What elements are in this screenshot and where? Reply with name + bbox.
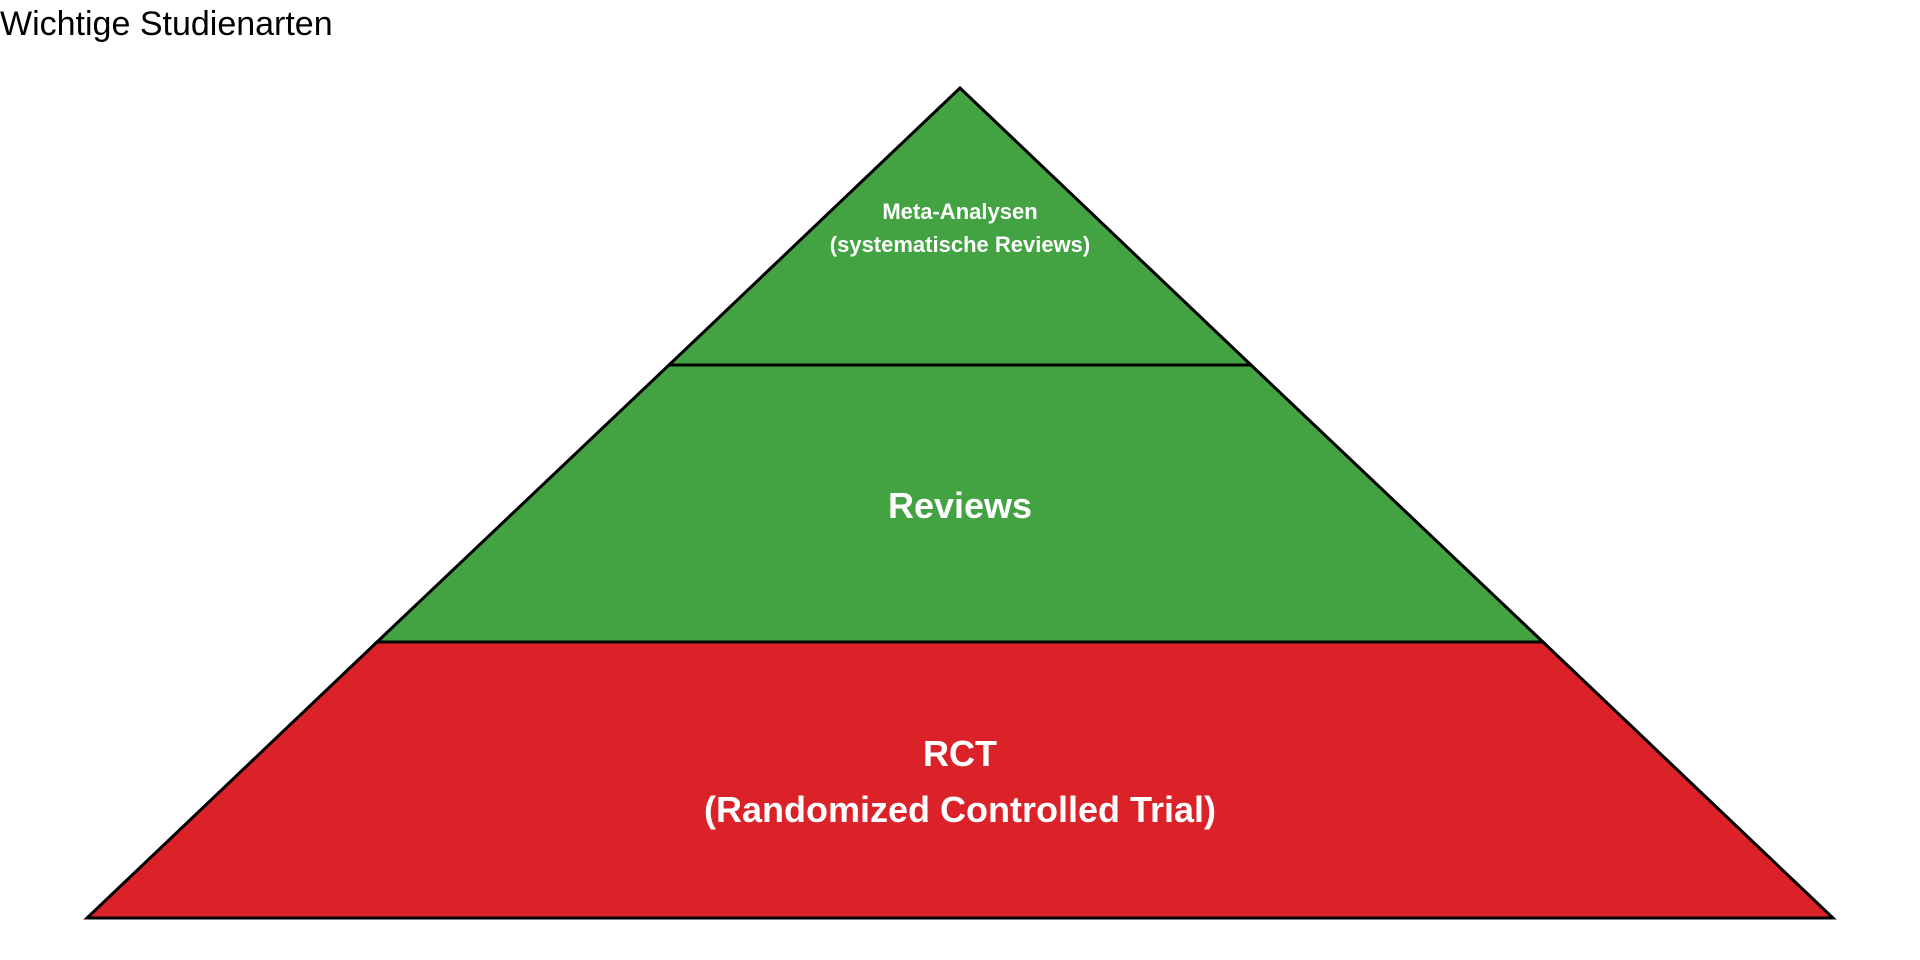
pyramid-tier-meta-analysen [665, 85, 1255, 367]
label-meta-analysen: Meta-Analysen [882, 199, 1037, 224]
pyramid-tier-rct [83, 640, 1837, 920]
label-randomized-controlled-trial: (Randomized Controlled Trial) [704, 789, 1216, 830]
page-title: Wichtige Studienarten [0, 5, 333, 43]
label-systematische-reviews: (systematische Reviews) [830, 232, 1090, 257]
label-rct: RCT [923, 733, 997, 774]
label-reviews: Reviews [888, 485, 1032, 526]
